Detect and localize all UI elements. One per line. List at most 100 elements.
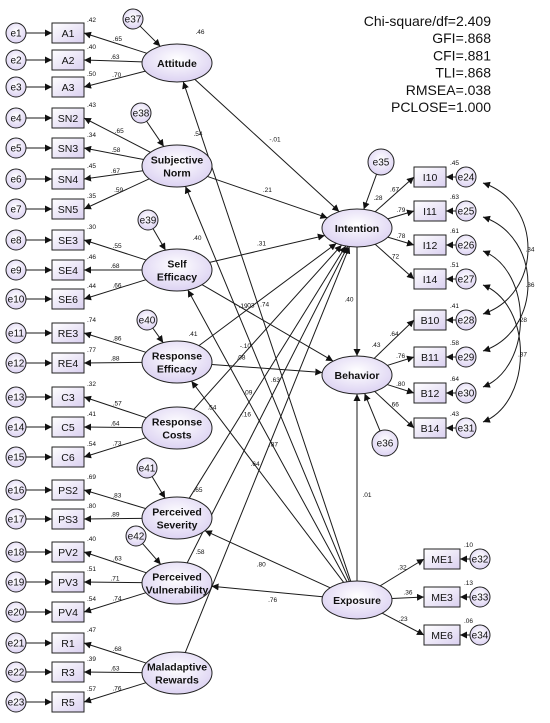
loading-path bbox=[83, 279, 147, 301]
disturbance-path bbox=[146, 120, 165, 147]
loading-value: .68 bbox=[110, 263, 119, 270]
error-term bbox=[5, 107, 27, 129]
path-coefficient: .54 bbox=[207, 404, 216, 411]
error-term bbox=[5, 198, 27, 220]
disturbance-label: e35 bbox=[373, 158, 390, 169]
loading-value: .86 bbox=[112, 336, 121, 343]
structural-path bbox=[211, 364, 323, 376]
indicator-r2: .45 bbox=[450, 160, 459, 167]
error-term bbox=[5, 601, 27, 623]
error-label: e34 bbox=[472, 631, 489, 642]
loading-value: .23 bbox=[399, 616, 408, 623]
loading-path bbox=[83, 488, 146, 510]
error-label: e18 bbox=[8, 548, 25, 559]
indicator-r2: .46 bbox=[87, 254, 96, 261]
latent-r2: .40 bbox=[192, 235, 201, 242]
error-term bbox=[5, 229, 27, 251]
loading-value: .58 bbox=[111, 147, 120, 154]
error-term bbox=[455, 382, 477, 404]
disturbance-term bbox=[125, 525, 147, 547]
error-label: e33 bbox=[472, 593, 489, 604]
error-term bbox=[455, 417, 477, 439]
error-term bbox=[5, 479, 27, 501]
error-label: e5 bbox=[10, 144, 22, 155]
error-term bbox=[455, 268, 477, 290]
error-label: e23 bbox=[8, 698, 25, 709]
latent-label: Behavior bbox=[335, 370, 380, 382]
loading-path bbox=[83, 170, 143, 182]
structural-path bbox=[188, 245, 347, 499]
path-coefficient: .08 bbox=[237, 355, 246, 362]
latent-label: Perceived bbox=[152, 507, 202, 519]
path-coefficient: .76 bbox=[268, 597, 277, 604]
disturbance-path bbox=[151, 476, 166, 499]
loading-path bbox=[83, 178, 150, 210]
error-term bbox=[5, 259, 27, 281]
structural-path bbox=[193, 244, 343, 410]
indicator-label: ME1 bbox=[431, 554, 453, 566]
fit-statistic: TLI=.868 bbox=[435, 65, 491, 81]
indicator-label: B10 bbox=[421, 315, 440, 327]
loading-path bbox=[83, 331, 147, 353]
loading-value: .66 bbox=[390, 402, 399, 409]
indicator-label: RE4 bbox=[58, 358, 79, 370]
indicator-box bbox=[51, 107, 85, 129]
indicator-r2: .47 bbox=[87, 627, 96, 634]
error-label: e16 bbox=[8, 486, 25, 497]
error-term bbox=[469, 548, 491, 570]
disturbance-label: e37 bbox=[125, 15, 142, 26]
error-term bbox=[5, 137, 27, 159]
indicator-box bbox=[413, 417, 447, 439]
loading-value: .57 bbox=[113, 400, 122, 407]
error-term bbox=[5, 571, 27, 593]
indicator-box bbox=[413, 382, 447, 404]
disturbance-path bbox=[364, 393, 381, 432]
latent-r2: .41 bbox=[188, 331, 197, 338]
disturbance-path bbox=[152, 228, 166, 251]
error-label: e21 bbox=[8, 639, 25, 650]
latent-label: Efficacy bbox=[157, 364, 197, 376]
path-coefficient: .01 bbox=[362, 492, 371, 499]
error-label: e28 bbox=[458, 316, 475, 327]
error-term bbox=[5, 632, 27, 654]
latent-perceived-vulnerability bbox=[141, 561, 213, 605]
loading-path bbox=[83, 682, 147, 704]
error-label: e26 bbox=[458, 241, 475, 252]
indicator-box bbox=[51, 22, 85, 44]
error-term bbox=[5, 661, 27, 683]
indicator-r2: .41 bbox=[450, 303, 459, 310]
path-coefficient: .80 bbox=[257, 561, 266, 568]
latent-label: Efficacy bbox=[157, 272, 197, 284]
indicator-r2: .61 bbox=[450, 228, 459, 235]
error-label: e25 bbox=[458, 207, 475, 218]
path-coefficient: -.10 bbox=[240, 343, 252, 350]
error-label: e10 bbox=[8, 295, 25, 306]
disturbance-term bbox=[371, 429, 399, 457]
covariance-value: .34 bbox=[525, 247, 534, 254]
latent-self-efficacy bbox=[141, 248, 213, 292]
path-coefficient: .31 bbox=[257, 240, 266, 247]
disturbance-label: e41 bbox=[139, 464, 156, 475]
indicator-r2: .34 bbox=[87, 132, 96, 139]
loading-value: .79 bbox=[396, 207, 405, 214]
loading-path bbox=[381, 612, 425, 636]
loading-path bbox=[83, 117, 151, 153]
indicator-box bbox=[51, 168, 85, 190]
latent-r2: .46 bbox=[195, 29, 204, 36]
disturbance-path bbox=[152, 327, 164, 343]
latent-maladaptive-rewards bbox=[141, 651, 213, 695]
error-label: e29 bbox=[458, 353, 475, 364]
indicator-r2: .40 bbox=[87, 44, 96, 51]
structural-path bbox=[207, 175, 328, 219]
path-coefficient: .63 bbox=[271, 377, 280, 384]
disturbance-path bbox=[142, 543, 162, 565]
indicator-label: A1 bbox=[62, 28, 75, 40]
indicator-r2: .54 bbox=[87, 596, 96, 603]
indicator-label: R1 bbox=[61, 638, 75, 650]
fit-statistic: RMSEA=.038 bbox=[406, 82, 491, 98]
error-label: e22 bbox=[8, 668, 25, 679]
covariance-value: .28 bbox=[518, 317, 527, 324]
indicator-label: SN5 bbox=[58, 204, 79, 216]
latent-perceived-severity bbox=[141, 496, 213, 540]
error-term bbox=[455, 166, 477, 188]
